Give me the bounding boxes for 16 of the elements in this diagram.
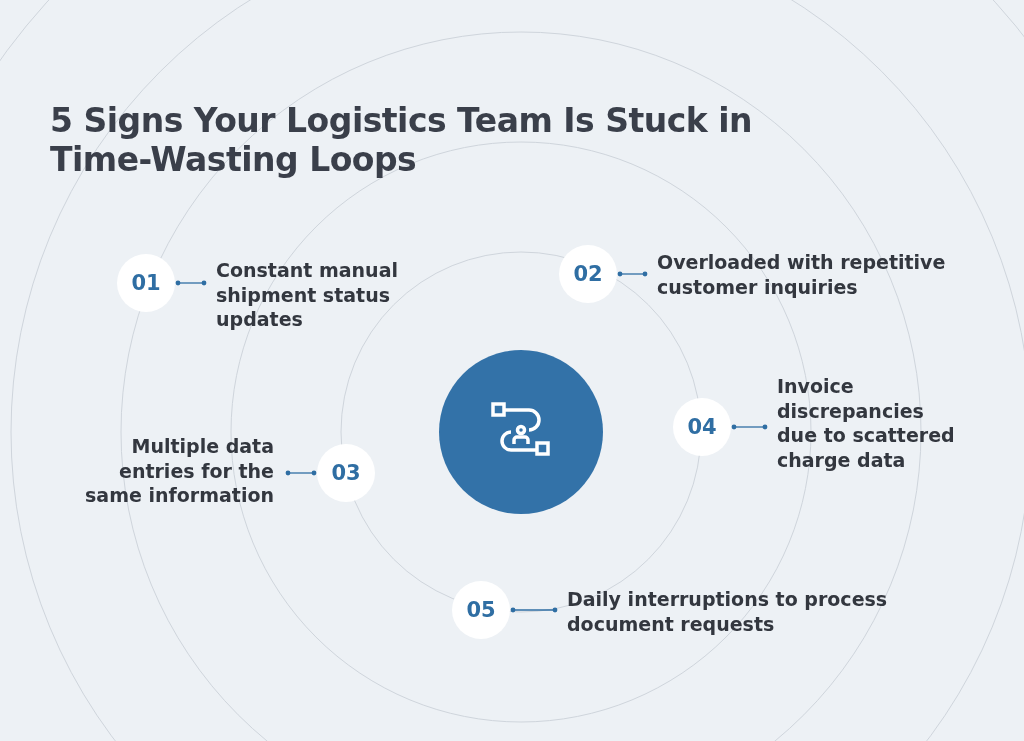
number-circle: 05	[452, 581, 510, 639]
connector-line	[617, 271, 648, 277]
number-circle: 04	[673, 398, 731, 456]
sign-text: Multiple data entries for the same information	[64, 434, 274, 509]
sign-text: Daily interruptions to process document requests	[567, 587, 897, 637]
connector-line	[175, 280, 207, 286]
sign-text: Overloaded with repetitive customer inquiries	[657, 250, 957, 300]
title: 5 Signs Your Logistics Team Is Stuck in Time-Wasting Loops	[50, 102, 754, 180]
number-circle: 01	[117, 254, 175, 312]
number-circle: 03	[317, 444, 375, 502]
connector-line	[285, 470, 317, 476]
number-circle: 02	[559, 245, 617, 303]
connector-line	[510, 607, 558, 613]
sign-text: Constant manual shipment status updates	[216, 258, 416, 333]
connector-line	[731, 424, 768, 430]
sign-text: Invoice discrepancies due to scattered charge data	[777, 374, 967, 473]
